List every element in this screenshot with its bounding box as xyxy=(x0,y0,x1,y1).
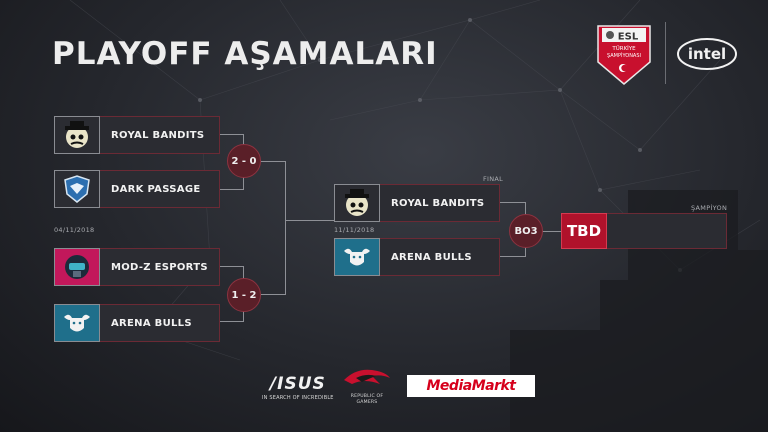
final-label: FINAL xyxy=(483,175,504,183)
esl-turkiye-logo: ESL TÜRKİYE ŞAMPİYONASI xyxy=(597,25,651,85)
bandit-skull-icon xyxy=(54,115,100,154)
semifinal-2-team-1[interactable]: MOD-Z ESPORTS xyxy=(54,247,220,286)
semifinal-2-team-2[interactable]: ARENA BULLS xyxy=(54,303,220,342)
champion-label: ŞAMPİYON xyxy=(691,204,728,212)
logo-divider xyxy=(665,22,666,84)
final-date: 11/11/2018 xyxy=(334,226,375,234)
semifinal-2-score: 1 - 2 xyxy=(227,278,261,312)
bull-icon xyxy=(334,237,380,276)
modz-helmet-icon xyxy=(54,247,100,286)
team-name: ROYAL BANDITS xyxy=(111,129,205,141)
asus-tagline: IN SEARCH OF INCREDIBLE xyxy=(262,395,334,401)
team-name: ARENA BULLS xyxy=(391,251,472,263)
rog-line1: REPUBLIC OF xyxy=(350,394,384,399)
final-format: BO3 xyxy=(509,214,543,248)
final-team-2[interactable]: ARENA BULLS xyxy=(334,237,500,276)
intel-text: intel xyxy=(688,45,726,63)
semifinal-1-score: 2 - 0 xyxy=(227,144,261,178)
esl-line1: TÜRKİYE xyxy=(611,45,636,52)
bull-icon xyxy=(54,303,100,342)
rog-logo: REPUBLIC OF GAMERS xyxy=(342,366,392,406)
esl-line2: ŞAMPİYONASI xyxy=(607,52,641,59)
asus-logo: /ISUS IN SEARCH OF INCREDIBLE xyxy=(262,374,334,401)
semifinal-2-date: 04/11/2018 xyxy=(54,226,95,234)
intel-logo: intel xyxy=(677,38,737,70)
bracket-line xyxy=(526,231,561,232)
page-title: PLAYOFF AŞAMALARI xyxy=(52,36,438,72)
dark-passage-shield-icon xyxy=(54,169,100,208)
semifinal-1-team-2[interactable]: DARK PASSAGE xyxy=(54,169,220,208)
bracket-line xyxy=(261,161,286,295)
champion-value: TBD xyxy=(561,213,607,249)
team-name: MOD-Z ESPORTS xyxy=(111,261,208,273)
semifinal-1-team-1[interactable]: ROYAL BANDITS xyxy=(54,115,220,154)
mediamarkt-logo: MediaMarkt xyxy=(407,375,535,397)
bracket-line xyxy=(286,220,334,221)
final-team-1[interactable]: ROYAL BANDITS xyxy=(334,183,500,222)
esl-text: ESL xyxy=(618,32,639,43)
team-name: ARENA BULLS xyxy=(111,317,192,329)
asus-wordmark: /ISUS xyxy=(269,374,326,394)
team-name: DARK PASSAGE xyxy=(111,183,201,195)
team-name: ROYAL BANDITS xyxy=(391,197,485,209)
rog-line2: GAMERS xyxy=(356,400,378,405)
bandit-skull-icon xyxy=(334,183,380,222)
rog-eye-icon xyxy=(344,369,390,384)
